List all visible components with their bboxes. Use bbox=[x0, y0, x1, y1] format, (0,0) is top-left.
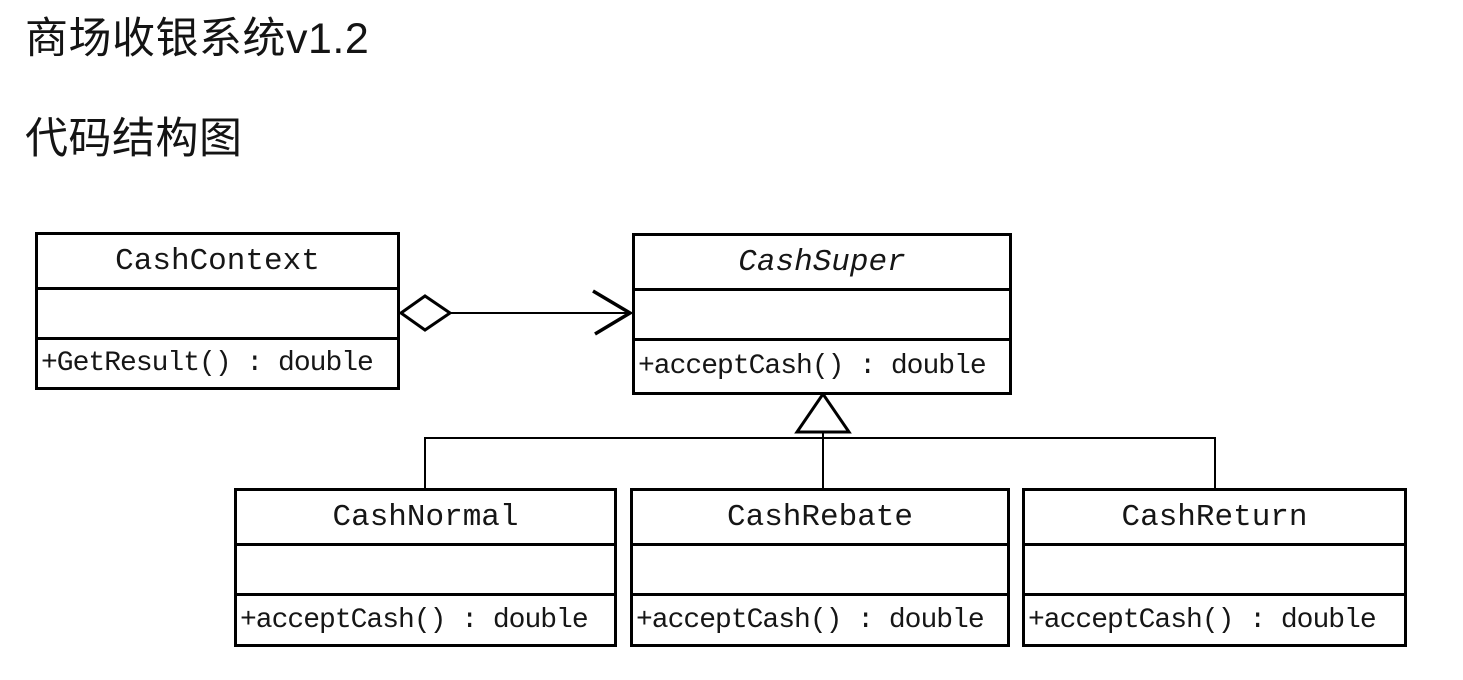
class-name-cashcontext: CashContext bbox=[115, 243, 320, 279]
class-name-cashsuper: CashSuper bbox=[738, 244, 906, 280]
page-title: 商场收银系统v1.2 bbox=[25, 15, 370, 63]
class-method-cashsuper: +acceptCash() : double bbox=[635, 338, 1009, 392]
class-box-cashrebate: CashRebate +acceptCash() : double bbox=[630, 488, 1010, 647]
class-method-cashnormal: +acceptCash() : double bbox=[237, 593, 614, 644]
aggregation-connector-cashcontext-cashsuper bbox=[398, 289, 634, 336]
class-box-cashsuper: CashSuper +acceptCash() : double bbox=[632, 233, 1012, 395]
class-attributes-cashreturn bbox=[1025, 543, 1404, 593]
inheritance-triangle bbox=[794, 391, 852, 434]
class-name-cashnormal: CashNormal bbox=[332, 499, 519, 535]
class-attributes-cashrebate bbox=[633, 543, 1007, 593]
class-name-cashrebate: CashRebate bbox=[726, 499, 914, 535]
class-box-cashcontext: CashContext +GetResult() : double bbox=[35, 232, 400, 390]
page-subtitle: 代码结构图 bbox=[25, 115, 243, 163]
class-attributes-cashnormal bbox=[237, 543, 614, 593]
class-box-cashreturn: CashReturn +acceptCash() : double bbox=[1022, 488, 1407, 647]
inheritance-connector-group bbox=[424, 391, 1216, 489]
class-box-cashnormal: CashNormal +acceptCash() : double bbox=[234, 488, 617, 647]
open-arrowhead bbox=[592, 289, 634, 336]
class-method-cashcontext: +GetResult() : double bbox=[38, 337, 397, 387]
class-method-cashrebate: +acceptCash() : double bbox=[633, 593, 1007, 644]
class-name-cashreturn: CashReturn bbox=[1121, 499, 1308, 535]
class-attributes-cashsuper bbox=[635, 288, 1009, 338]
class-attributes-cashcontext bbox=[38, 287, 397, 337]
aggregation-diamond bbox=[398, 294, 453, 332]
class-method-cashreturn: +acceptCash() : double bbox=[1025, 593, 1404, 644]
